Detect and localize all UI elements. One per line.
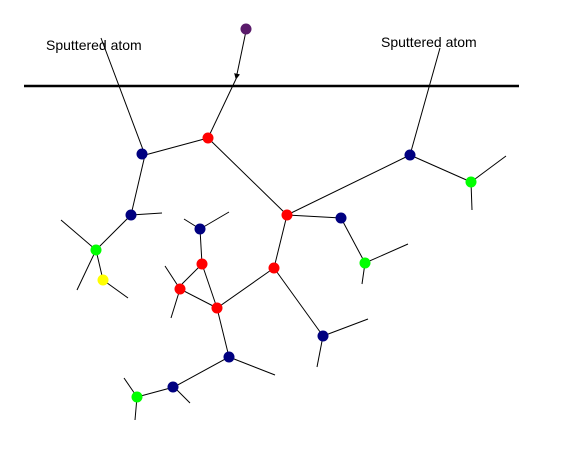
tertiary-recoil-atoms [90,176,477,403]
navy-atom [125,209,137,221]
navy-atom [136,148,148,160]
incident-ion-path [234,30,247,80]
green-atom [131,391,143,403]
red-atom [211,302,223,314]
navy-atom [317,330,329,342]
green-atom [359,257,371,269]
navy-atom [194,223,206,235]
green-atom [465,176,477,188]
trajectory-lines [60,37,507,421]
yellow-atom [97,274,109,286]
primary-recoil-atoms [174,132,293,314]
red-atom [202,132,214,144]
sputtered-atom-label-right: Sputtered atom [381,34,477,50]
red-atom [268,262,280,274]
navy-atom [335,212,347,224]
green-atom [90,244,102,256]
secondary-recoil-atoms [125,148,416,393]
navy-atom [223,351,235,363]
red-atom [174,283,186,295]
red-atom [196,258,208,270]
incident-ion-atom [240,23,252,35]
sputtered-atom-label-left: Sputtered atom [46,37,142,53]
red-atom [281,209,293,221]
navy-atom [167,381,179,393]
incident-ion-continuation [207,78,237,139]
navy-atom [404,149,416,161]
